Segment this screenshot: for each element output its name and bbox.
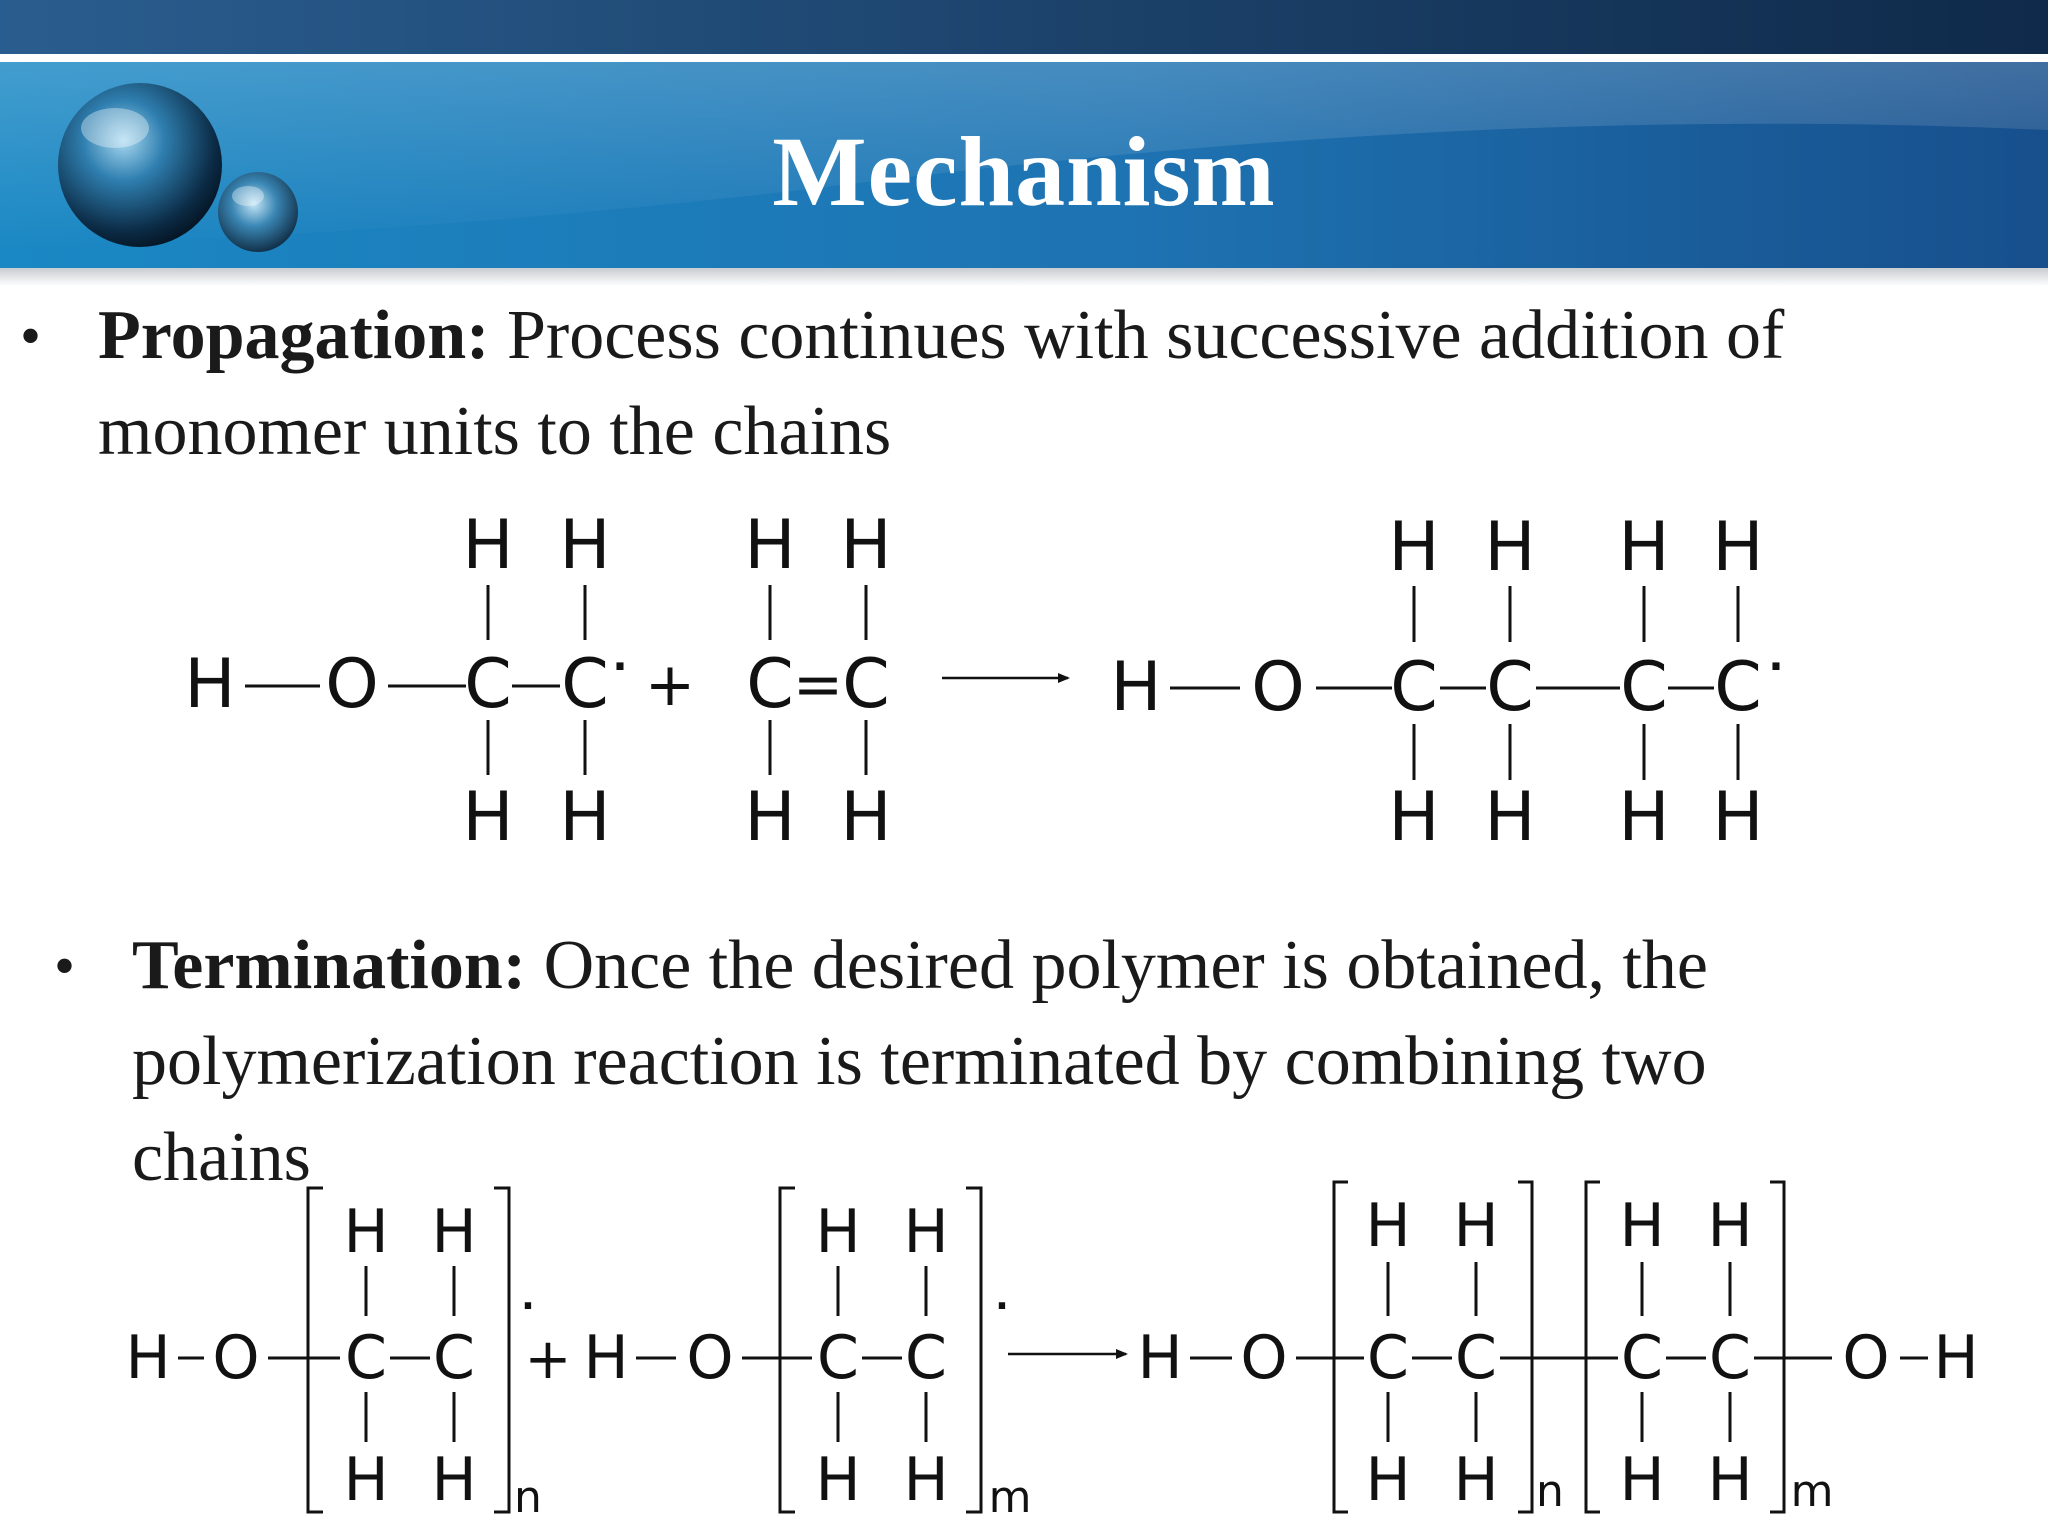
termination-text-2: polymerization reaction is terminated by… <box>132 1023 1707 1100</box>
atom-label: C <box>817 1323 859 1393</box>
termination-label: Termination: <box>132 927 527 1004</box>
atom-label: H <box>1484 778 1535 857</box>
plus-sign: + <box>525 1327 572 1392</box>
atom-label: O <box>686 1323 733 1393</box>
atom-label: H <box>1712 508 1763 587</box>
atom-label: C <box>1620 648 1667 727</box>
atom-label: H <box>343 1445 388 1515</box>
atom-label: H <box>815 1197 860 1267</box>
atom-label: C <box>842 645 889 724</box>
atom-label: H <box>1707 1445 1752 1515</box>
double-bond: = <box>793 650 843 720</box>
subscript-label: m <box>1791 1466 1834 1517</box>
atom-label: O <box>325 645 379 724</box>
atom-label: H <box>1110 648 1161 727</box>
termination-reaction: H O C C · n H H H H + H O C <box>125 1180 1979 1523</box>
atom-label: H <box>903 1197 948 1267</box>
bullet-icon: • <box>54 933 76 999</box>
atom-label: O <box>1251 648 1305 727</box>
atom-label: C <box>464 645 511 724</box>
atom-label: H <box>1365 1191 1410 1261</box>
atom-label: H <box>1453 1445 1498 1515</box>
atom-label: H <box>815 1445 860 1515</box>
subscript-label: n <box>1536 1466 1564 1517</box>
atom-label: H <box>840 778 891 857</box>
atom-label: H <box>343 1197 388 1267</box>
atom-label: O <box>1842 1323 1889 1393</box>
atom-label: H <box>1933 1323 1978 1393</box>
subscript-label: n <box>514 1472 542 1523</box>
atom-label: C <box>1709 1323 1751 1393</box>
atom-label: H <box>583 1323 628 1393</box>
atom-label: H <box>1707 1191 1752 1261</box>
radical-dot: · <box>995 1286 1009 1327</box>
atom-label: H <box>744 506 795 585</box>
atom-label: H <box>1365 1445 1410 1515</box>
globe-logo-icon <box>58 83 298 252</box>
atom-label: H <box>431 1445 476 1515</box>
atom-label: H <box>1619 1191 1664 1261</box>
radical-dot: · <box>612 644 627 690</box>
atom-label: H <box>1388 508 1439 587</box>
atom-label: C <box>1621 1323 1663 1393</box>
atom-label: H <box>125 1323 170 1393</box>
atom-label: H <box>559 506 610 585</box>
subscript-label: m <box>989 1472 1032 1523</box>
atom-label: H <box>840 506 891 585</box>
atom-label: H <box>462 506 513 585</box>
radical-dot: · <box>521 1286 535 1327</box>
atom-label: H <box>1619 1445 1664 1515</box>
plus-sign: + <box>645 650 695 720</box>
atom-label: C <box>746 645 793 724</box>
propagation-text-1: Process continues with successive additi… <box>507 297 1785 374</box>
bullet-icon: • <box>20 303 42 369</box>
atom-label: O <box>212 1323 259 1393</box>
atom-label: O <box>1240 1323 1287 1393</box>
atom-label: C <box>345 1323 387 1393</box>
atom-label: H <box>462 778 513 857</box>
atom-label: H <box>184 645 235 724</box>
slide-title: Mechanism <box>772 116 1276 227</box>
atom-label: C <box>561 645 608 724</box>
atom-label: C <box>1390 648 1437 727</box>
propagation-text-2: monomer units to the chains <box>98 393 892 470</box>
atom-label: H <box>1712 778 1763 857</box>
atom-label: H <box>1137 1323 1182 1393</box>
atom-label: H <box>744 778 795 857</box>
atom-label: H <box>1484 508 1535 587</box>
termination-text-3: chains <box>132 1119 311 1196</box>
atom-label: H <box>1618 508 1669 587</box>
atom-label: H <box>1618 778 1669 857</box>
termination-bullet: Termination: Once the desired polymer is… <box>132 918 2012 1206</box>
atom-label: H <box>903 1445 948 1515</box>
atom-label: H <box>1453 1191 1498 1261</box>
termination-text-1: Once the desired polymer is obtained, th… <box>543 927 1708 1004</box>
atom-label: C <box>1714 648 1761 727</box>
atom-label: C <box>905 1323 947 1393</box>
atom-label: H <box>559 778 610 857</box>
atom-label: H <box>1388 778 1439 857</box>
radical-dot: · <box>1768 644 1783 690</box>
propagation-bullet: Propagation: Process continues with succ… <box>98 288 2018 480</box>
atom-label: H <box>431 1197 476 1267</box>
atom-label: C <box>1486 648 1533 727</box>
atom-label: C <box>433 1323 475 1393</box>
propagation-label: Propagation: <box>98 297 490 374</box>
atom-label: C <box>1367 1323 1409 1393</box>
propagation-reaction: H O C C · H H H H + C = C H H <box>184 506 1783 857</box>
atom-label: C <box>1455 1323 1497 1393</box>
